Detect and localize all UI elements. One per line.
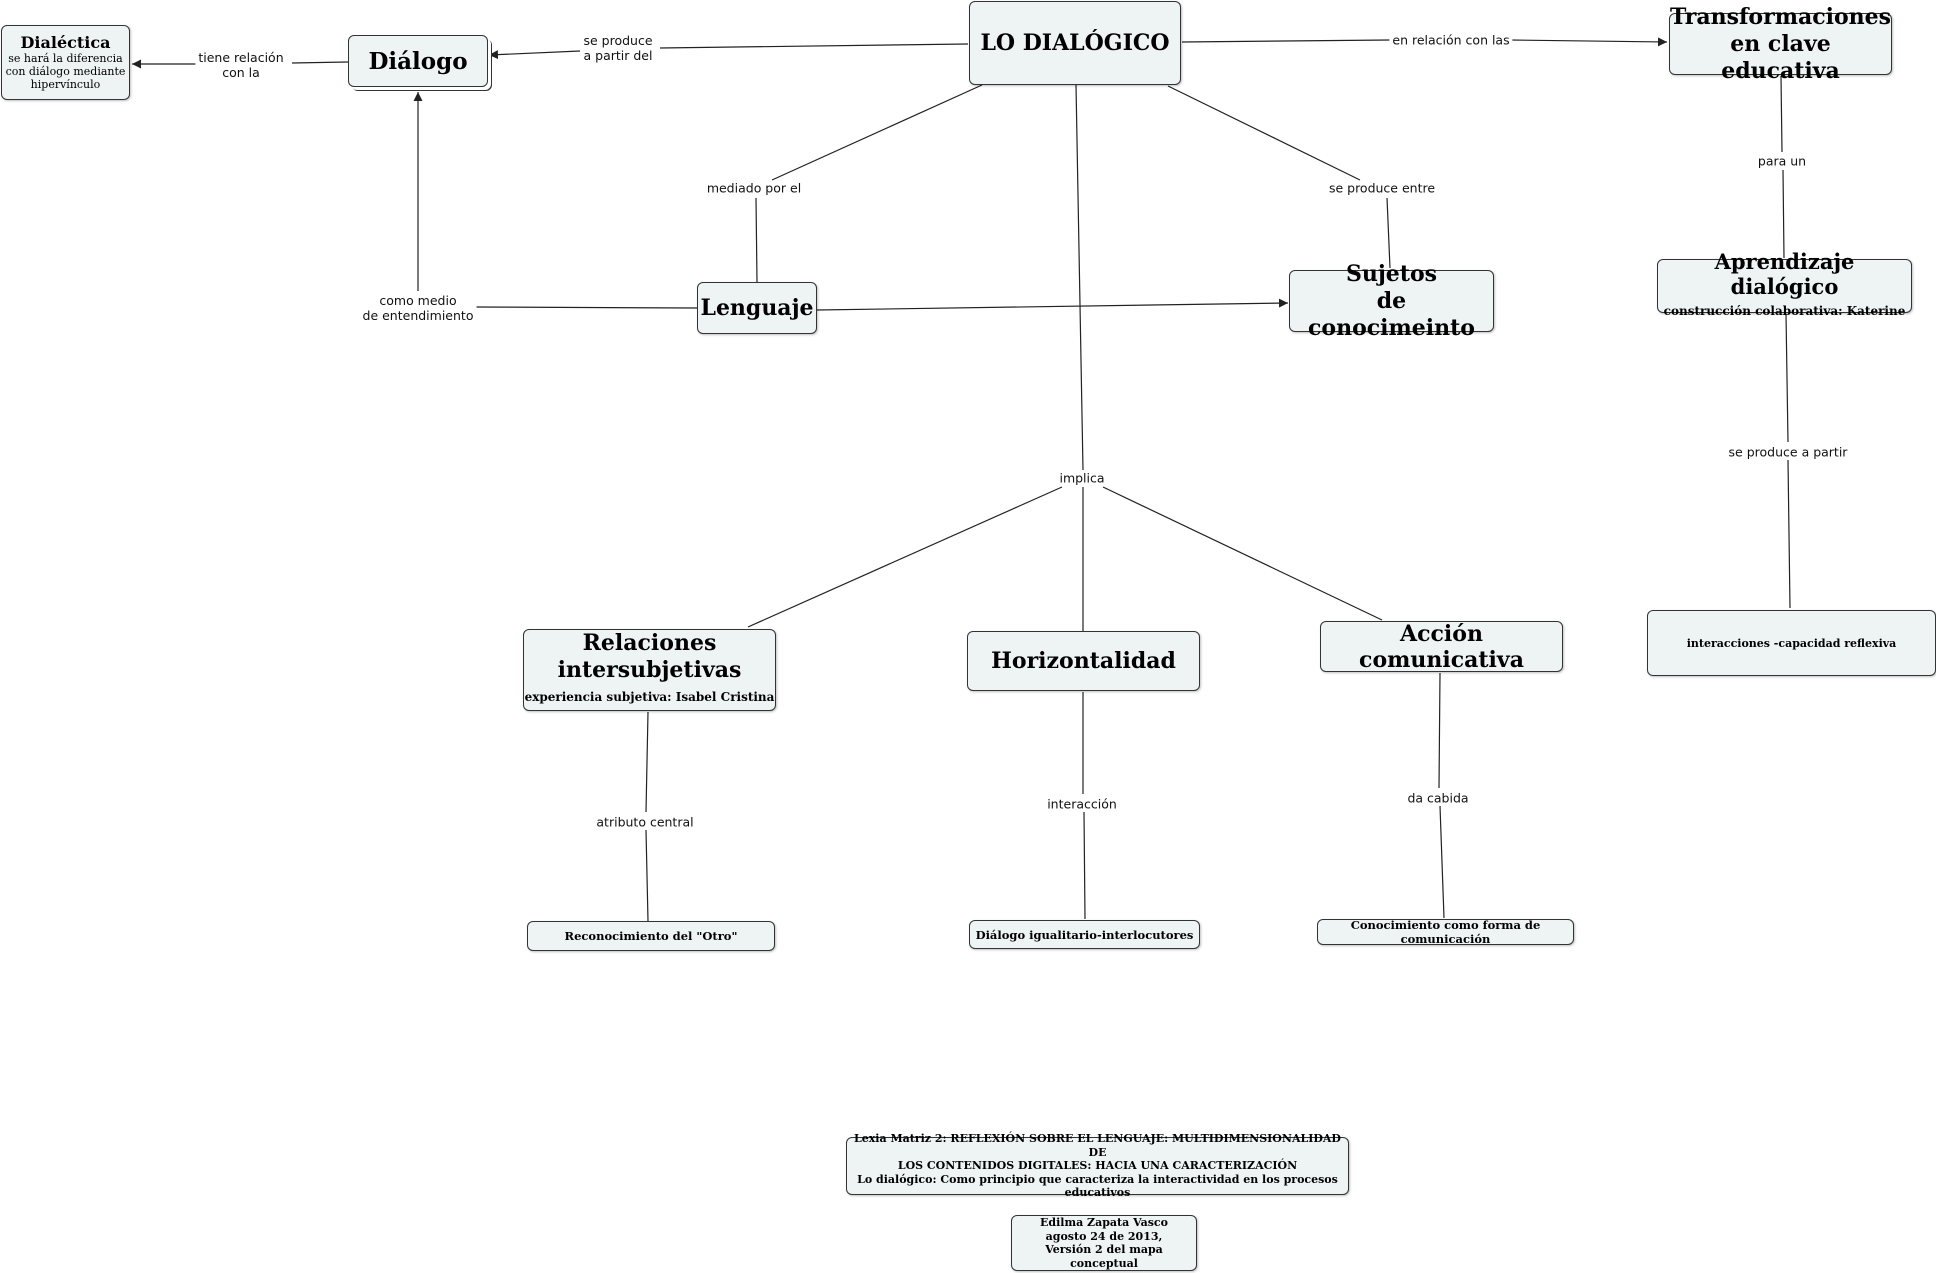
line-implica-to-relaciones [747,486,1063,628]
line-label-interaccion-to-igualitario [1083,811,1086,920]
node-lo-dialogico[interactable]: LO DIALÓGICO [969,1,1181,85]
line-label-para-un-to-aprendizaje [1782,169,1785,259]
line-aprendizaje-to-label-se-produce-a-partir [1785,313,1789,443]
node-title: Aprendizaje dialógico [1714,248,1855,299]
line-label-atributo-to-reconocimiento [645,829,649,922]
line-lenguaje-to-label-como-medio [474,306,698,309]
line-label-da-cabida-to-conocimiento [1439,805,1445,919]
link-label-como-medio: como medio de entendimiento [359,293,477,323]
link-label-mediado-por: mediado por el [703,180,805,196]
link-label-se-produce-a-partir-del: se produce a partir del [580,33,656,63]
node-sujetos[interactable]: Sujetos de conocimeinto [1289,261,1494,341]
node-horizontalidad[interactable]: Horizontalidad [967,631,1200,691]
node-title: Edilma Zapata Vasco agosto 24 de 2013, V… [1040,1216,1168,1270]
node-lexia-matriz[interactable]: Lexia Matriz 2: REFLEXIÓN SOBRE EL LENGU… [846,1132,1349,1199]
line-dialogico-to-label-se-produce-entre [1167,85,1361,181]
line-label-en-relacion-to-transformaciones [1509,37,1668,47]
node-title: Conocimiento como forma de comunicación [1350,918,1541,946]
node-title: Reconocimiento del "Otro" [564,929,738,943]
link-label-atributo-central: atributo central [593,814,697,830]
line-label-se-produce-a-partir-to-interacciones [1787,459,1791,609]
node-dialogo-igualitario[interactable]: Diálogo igualitario-interlocutores [969,920,1200,949]
node-title: Sujetos de conocimeinto [1308,260,1475,341]
node-title: LO DIALÓGICO [980,30,1170,56]
line-implica-to-accion [1102,486,1383,621]
node-aprendizaje[interactable]: Aprendizaje dialógico construcción colab… [1657,249,1912,318]
node-title: Lexia Matriz 2: REFLEXIÓN SOBRE EL LENGU… [854,1132,1341,1200]
node-subtitle: experiencia subjetiva: Isabel Cristina [524,689,775,704]
node-title: Dialéctica [20,33,111,52]
node-subtitle: construcción colaborativa: Katerine [1663,303,1906,318]
node-autor[interactable]: Edilma Zapata Vasco agosto 24 de 2013, V… [1011,1215,1197,1271]
node-transformaciones[interactable]: Transformaciones en clave educativa [1669,4,1892,84]
node-accion-comunicativa[interactable]: Acción comunicativa [1320,620,1563,673]
node-title: Relaciones intersubjetivas [557,629,742,683]
line-relaciones-to-label-atributo [645,711,649,813]
line-label-mediado-to-lenguaje [755,197,758,283]
link-label-tiene-relacion: tiene relación con la [195,50,287,80]
node-dialectica[interactable]: Dialéctica se hará la diferencia con diá… [1,25,130,100]
node-title: Horizontalidad [991,648,1176,674]
node-subtitle: se hará la diferencia con diálogo median… [5,52,126,91]
node-dialogo[interactable]: Diálogo [348,35,488,87]
node-title: interacciones -capacidad reflexiva [1686,636,1897,650]
link-label-se-produce-entre: se produce entre [1325,180,1439,196]
node-title: Diálogo [368,47,468,75]
node-conocimiento-comunicacion[interactable]: Conocimiento como forma de comunicación [1317,918,1574,946]
line-transformaciones-to-label-para-un [1780,75,1783,153]
link-label-para-un: para un [1754,153,1810,169]
node-title: Lenguaje [700,295,814,321]
link-label-interaccion: interacción [1044,796,1120,812]
link-label-da-cabida: da cabida [1404,790,1472,806]
node-relaciones-intersubjetivas[interactable]: Relaciones intersubjetivas experiencia s… [523,629,776,711]
line-dialogico-to-label-mediado [771,84,983,181]
node-interacciones[interactable]: interacciones -capacidad reflexiva [1647,610,1936,676]
line-lenguaje-to-sujetos [816,298,1289,311]
link-label-implica: implica [1056,470,1108,486]
node-title: Diálogo igualitario-interlocutores [975,927,1194,942]
node-title: Transformaciones en clave educativa [1669,3,1892,84]
node-reconocimiento-otro[interactable]: Reconocimiento del "Otro" [527,921,775,951]
link-label-se-produce-a-partir: se produce a partir [1725,444,1851,460]
line-dialogico-to-label-se-produce [659,43,969,49]
line-label-se-produce-to-dialogo [488,50,581,60]
line-dialogico-to-label-implica [1075,84,1084,471]
line-label-se-produce-entre-to-sujetos [1386,197,1391,269]
node-lenguaje[interactable]: Lenguaje [697,282,817,334]
link-label-en-relacion: en relación con las [1389,32,1513,48]
line-dialogo-to-label-tiene-relacion [291,61,349,64]
line-dialogico-to-label-en-relacion [1181,39,1391,43]
line-accion-to-label-da-cabida [1438,672,1441,789]
node-title: Acción comunicativa [1359,620,1524,673]
